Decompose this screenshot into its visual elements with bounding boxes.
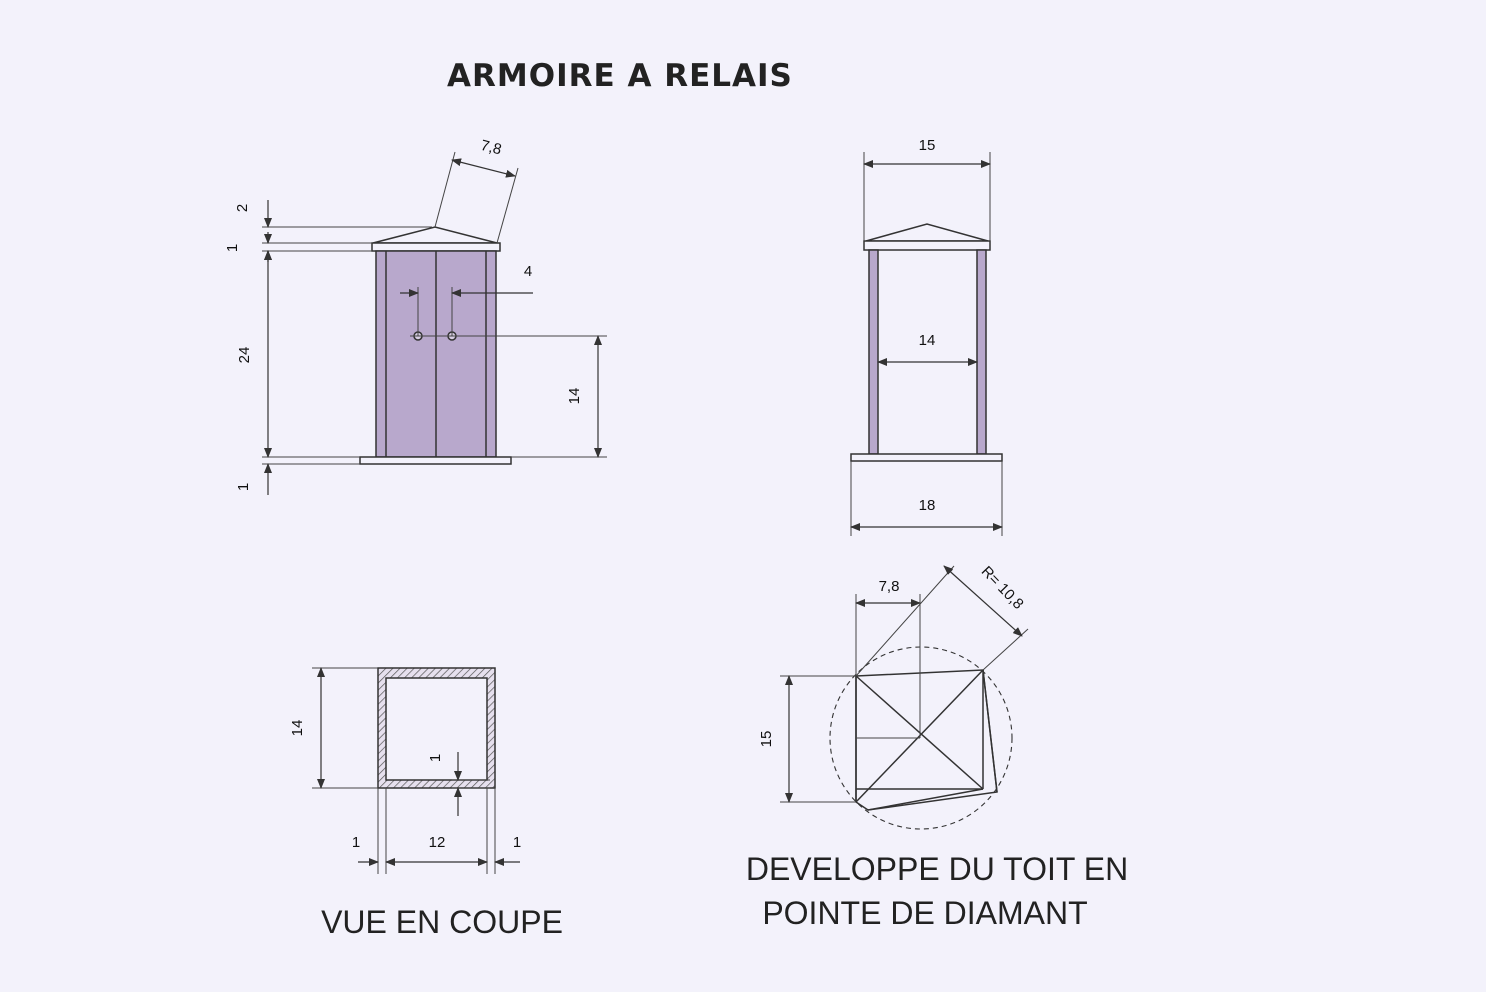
side-base-plate: [850, 453, 1003, 462]
side-left-post: [868, 249, 879, 455]
dim-section-height: 14: [289, 720, 306, 737]
dim-side-inner-width: 14: [919, 332, 936, 349]
section-view: 14 1 1 12 1 VUE EN COUPE: [289, 667, 563, 940]
side-view: 15 14 18: [850, 137, 1003, 536]
dim-development-side: 7,8: [879, 578, 900, 595]
dim-base-thickness: 1: [235, 483, 252, 491]
dim-roof-thickness: 1: [224, 244, 241, 252]
dim-section-wall-left: 1: [352, 834, 360, 851]
front-roof-gable: [372, 226, 498, 244]
side-roof-gable: [865, 223, 989, 242]
dim-handle-spacing: 4: [524, 263, 532, 280]
development-circle: [829, 646, 1013, 830]
development-caption-line2: POINTE DE DIAMANT: [762, 895, 1087, 931]
dim-section-inner-width: 12: [429, 834, 446, 851]
dim-roof-height: 2: [234, 204, 251, 212]
development-caption-line1: DEVELOPPE DU TOIT EN: [746, 851, 1128, 887]
dim-development-radius-line: [943, 565, 1023, 637]
roof-development: 7,8 R= 10,8 15 DEVELOPPE DU TOIT EN POIN…: [746, 563, 1128, 931]
front-base-plate: [359, 456, 512, 465]
dim-section-wall-right-bottom: 1: [513, 834, 521, 851]
side-roof-slab: [863, 240, 991, 251]
dim-development-height: 15: [758, 731, 775, 748]
dim-section-wall-right: 1: [427, 754, 444, 762]
section-wall: [377, 667, 496, 789]
dim-roof-slope: 7,8: [479, 137, 503, 159]
dim-roof-slope-line: [451, 158, 516, 178]
dim-handle-height: 14: [566, 388, 583, 405]
front-roof-slab: [371, 242, 501, 252]
side-right-post: [976, 249, 987, 455]
dim-development-radius: R= 10,8: [978, 563, 1027, 613]
dim-body-height: 24: [236, 347, 253, 364]
dim-side-roof-width: 15: [919, 137, 936, 154]
section-caption: VUE EN COUPE: [321, 904, 563, 940]
dim-side-base-width: 18: [919, 497, 936, 514]
drawing-title: ARMOIRE A RELAIS: [447, 58, 793, 94]
front-view: 2 1 24 1 7,8 4 14: [224, 137, 607, 495]
